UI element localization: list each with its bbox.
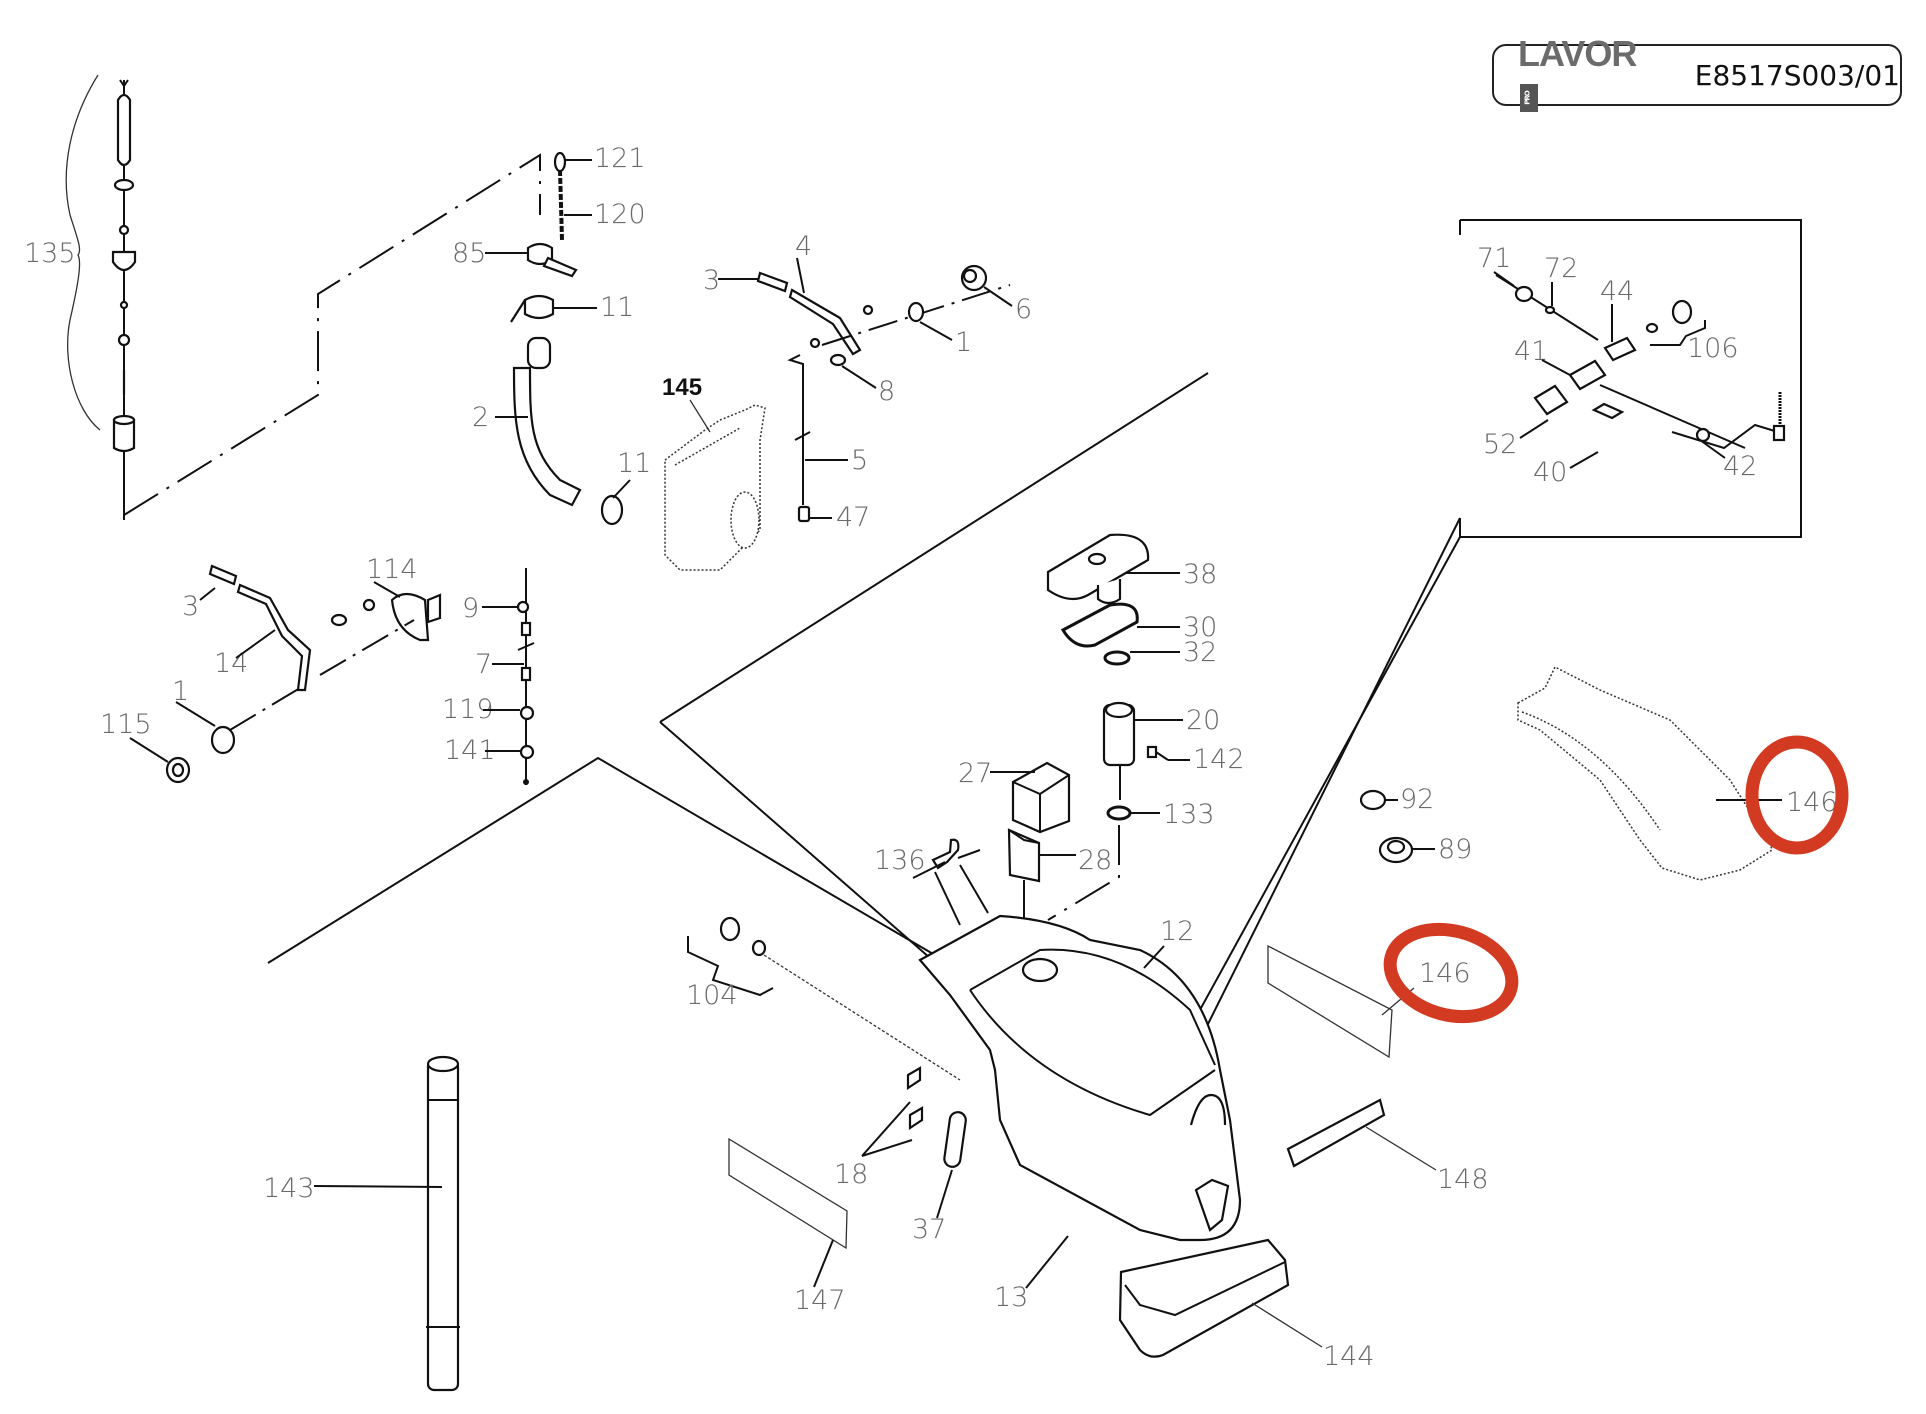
part-lever-assembly-left[interactable]	[165, 564, 442, 784]
label-47: 47	[836, 502, 870, 533]
document-header: LAVOR PRO E8517S003/01	[1492, 33, 1902, 113]
part-143-tube[interactable]	[426, 1055, 460, 1392]
label-12: 12	[1160, 916, 1194, 947]
label-147: 147	[794, 1285, 846, 1316]
label-115: 115	[100, 709, 152, 740]
label-2: 2	[472, 402, 489, 433]
highlight-circle-146-upper	[1745, 735, 1849, 855]
label-145: 145	[662, 374, 702, 401]
label-11-top: 11	[600, 292, 634, 323]
body-exploded-outline	[267, 756, 941, 964]
part-92-plug[interactable]	[1359, 789, 1387, 811]
part-144-base-tray[interactable]	[1118, 1238, 1290, 1358]
part-133-o-ring[interactable]	[1106, 805, 1132, 821]
label-144: 144	[1323, 1341, 1375, 1372]
label-1-left: 1	[172, 676, 189, 707]
label-37: 37	[912, 1214, 946, 1245]
brand-logo: LAVOR PRO	[1518, 33, 1655, 117]
brand-pro-badge: PRO	[1520, 84, 1538, 113]
label-71: 71	[1477, 243, 1511, 274]
part-cable-assembly[interactable]	[516, 568, 535, 785]
part-20-coupling[interactable]	[1102, 701, 1136, 800]
label-143: 143	[263, 1173, 315, 1204]
label-104: 104	[686, 980, 738, 1011]
part-147-decal[interactable]	[728, 1137, 848, 1250]
label-3-top: 3	[703, 265, 720, 296]
document-code: E8517S003/01	[1694, 58, 1900, 92]
label-8: 8	[878, 376, 895, 407]
label-92: 92	[1400, 784, 1434, 815]
label-136: 136	[874, 845, 926, 876]
explode-axis-line	[123, 153, 541, 516]
label-18: 18	[834, 1159, 868, 1190]
label-41: 41	[1514, 336, 1548, 367]
highlight-circle-146-lower	[1383, 922, 1519, 1024]
label-135: 135	[24, 238, 76, 269]
part-145-cover[interactable]	[664, 404, 766, 571]
label-106: 106	[1687, 333, 1739, 364]
label-133: 133	[1163, 799, 1215, 830]
part-drain-hose-assembly[interactable]	[510, 151, 624, 526]
label-44: 44	[1600, 276, 1634, 307]
label-13: 13	[994, 1282, 1028, 1313]
part-32-o-ring[interactable]	[1103, 650, 1131, 666]
label-7: 7	[475, 649, 492, 680]
label-27: 27	[958, 758, 992, 789]
label-146-lower: 146	[1419, 958, 1471, 989]
part-27-filter-block[interactable]	[1011, 761, 1071, 834]
label-42: 42	[1723, 451, 1757, 482]
part-12-tank-body[interactable]	[918, 914, 1242, 1242]
part-148-decal[interactable]	[1286, 1098, 1386, 1168]
label-142: 142	[1193, 744, 1245, 775]
label-89: 89	[1438, 834, 1472, 865]
part-146-flat-decal[interactable]	[1267, 944, 1393, 1059]
part-142-pin[interactable]	[1146, 745, 1169, 761]
label-30: 30	[1183, 612, 1217, 643]
label-9: 9	[462, 593, 479, 624]
part-104-fitting[interactable]	[687, 916, 961, 1081]
label-1-top: 1	[955, 327, 972, 358]
label-85: 85	[452, 238, 486, 269]
label-121: 121	[594, 143, 646, 174]
label-72: 72	[1544, 253, 1578, 284]
label-6: 6	[1015, 294, 1032, 325]
label-40: 40	[1533, 457, 1567, 488]
part-lever-assembly-top[interactable]	[756, 264, 1011, 523]
label-4: 4	[795, 231, 812, 262]
brand-name: LAVOR	[1518, 33, 1637, 74]
label-114: 114	[366, 554, 418, 585]
part-146-curved-decal[interactable]	[1517, 665, 1773, 881]
label-11-bottom: 11	[617, 448, 651, 479]
label-28: 28	[1078, 845, 1112, 876]
part-38-cap[interactable]	[1046, 533, 1150, 605]
part-18-clips[interactable]	[861, 1066, 924, 1157]
part-135-chain-assembly[interactable]	[65, 74, 137, 520]
label-20: 20	[1186, 705, 1220, 736]
label-120: 120	[594, 199, 646, 230]
valve-detail-inset	[1459, 219, 1802, 538]
label-148: 148	[1437, 1164, 1489, 1195]
part-37-latch[interactable]	[943, 1111, 967, 1168]
label-3-left: 3	[182, 591, 199, 622]
label-146-upper: 146	[1786, 787, 1838, 818]
part-30-gasket[interactable]	[1060, 602, 1139, 648]
label-52: 52	[1483, 429, 1517, 460]
label-5: 5	[851, 445, 868, 476]
label-32: 32	[1183, 637, 1217, 668]
part-136-clip[interactable]	[912, 838, 989, 926]
label-38: 38	[1183, 559, 1217, 590]
part-89-plug[interactable]	[1378, 836, 1414, 864]
